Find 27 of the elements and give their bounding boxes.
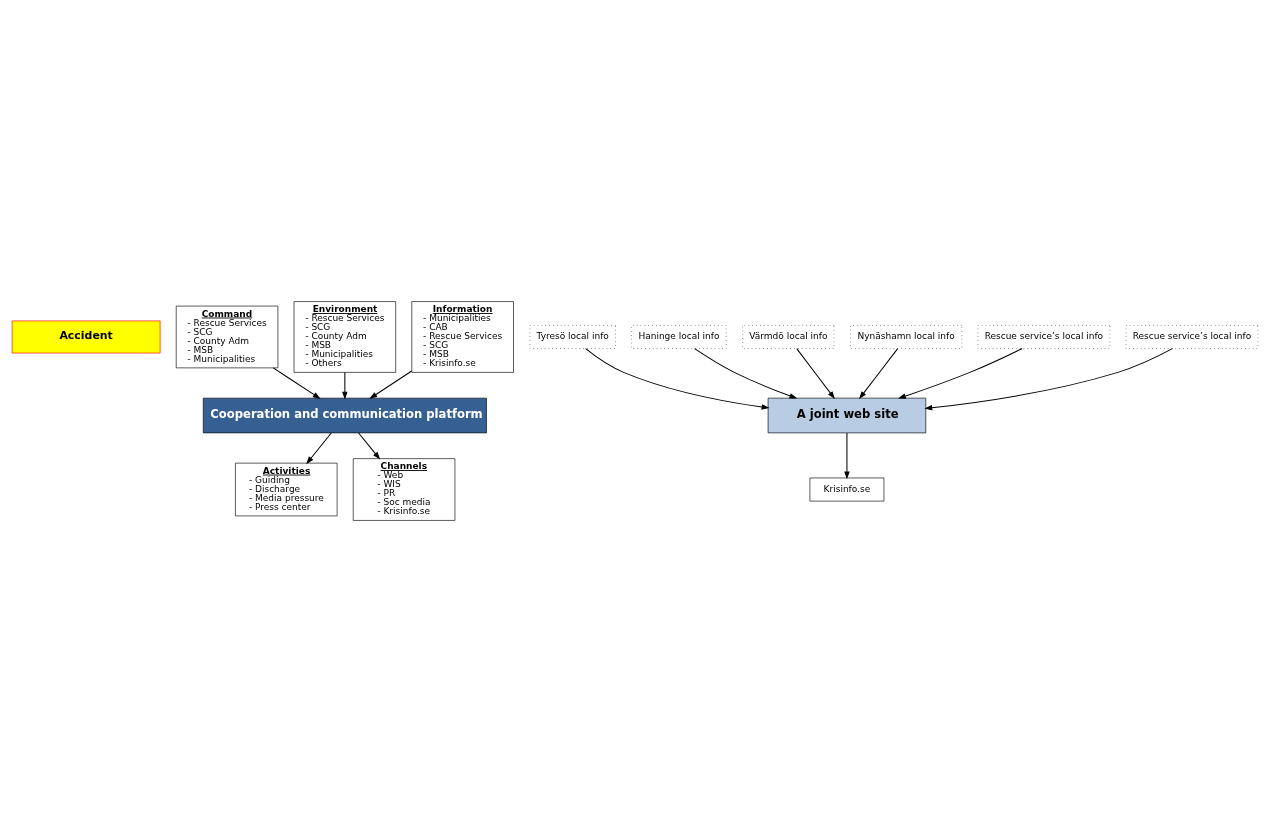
node-box: Rescue service’s local info [977,325,1111,349]
arrow [342,371,348,400]
arrow [897,348,1023,399]
node-box: Tyresö local info [529,325,616,349]
node-box: Information - Municipalities - CAB - Rescue Services - SCG - MSB - Krisinfo.se [411,301,514,373]
node-box: Värmdö local info [742,325,835,349]
node-box: Nynäshamn local info [850,325,963,349]
node-box: A joint web site [767,397,927,434]
arrow [796,348,835,400]
arrow [859,348,899,400]
arrow [358,432,381,460]
node-box: Channels - Web - WIS - PR - Soc media - Krisinfo.se [352,458,456,521]
arrow [306,432,332,465]
node-box: Activities - Guiding - Discharge - Media pressure - Press center [235,462,338,517]
arrow [844,432,850,480]
arrow [694,348,798,399]
arrow [369,370,413,399]
node-box: Krisinfo.se [809,477,885,502]
node-box: Haninge local info [631,325,727,349]
node-box: Rescue service’s local info [1125,325,1259,349]
arrow [272,367,321,399]
node-box: Command - Rescue Services - SCG - County Adm - MSB - Municipalities [175,305,279,369]
node-box: Cooperation and communication platform [202,397,487,434]
node-box: Accident [11,320,161,354]
arrow [924,348,1173,411]
arrow [585,348,770,410]
node-box: Environment - Rescue Services - SCG - County Adm - MSB - Municipalities - Others [293,301,397,373]
